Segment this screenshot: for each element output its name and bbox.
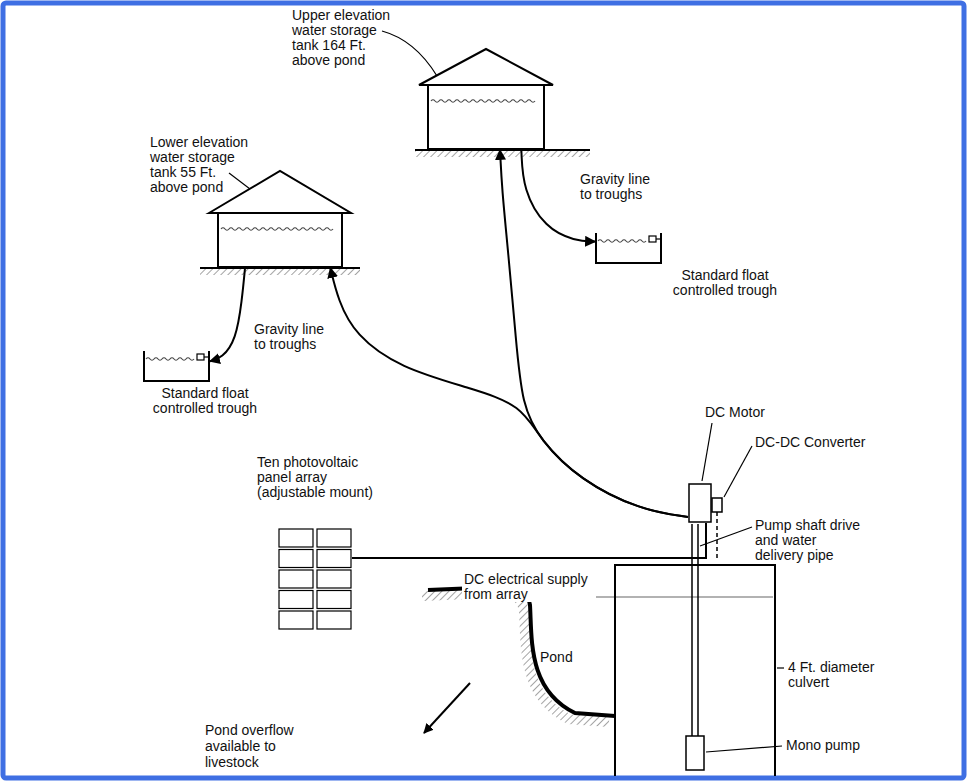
water-line [500, 150, 688, 517]
pv-array: Ten photovoltaic panel array (adjustable… [278, 528, 352, 630]
leader-line [724, 446, 752, 497]
delivery-pipe [691, 524, 693, 736]
water-level [221, 228, 333, 231]
solar-panel [317, 570, 351, 588]
leader-line [777, 667, 784, 668]
trough-shape [595, 232, 662, 264]
tank-roof [209, 171, 351, 213]
ground-hatch [415, 151, 590, 157]
tank-wall [218, 213, 342, 267]
tank-roof [419, 49, 553, 85]
node-label: Upper elevation water storage tank 164 F… [292, 8, 403, 68]
solar-panel [279, 529, 313, 547]
solar-panel [317, 550, 351, 568]
edge-label: Gravity line to troughs [252, 322, 334, 352]
storage-tank: Upper elevation water storage tank 164 F… [418, 48, 554, 150]
ground-hatch [200, 269, 360, 275]
culvert-wall [615, 565, 775, 776]
leader-line [700, 527, 752, 546]
tank-shape [208, 170, 352, 268]
water-line [330, 268, 688, 517]
solar-panel [279, 570, 313, 588]
water-line [210, 268, 245, 361]
water-level [146, 358, 194, 361]
delivery-pipe [697, 524, 699, 736]
leader-line [382, 31, 437, 76]
solar-panel [317, 611, 351, 629]
dc-motor: DC Motor [688, 483, 712, 523]
trough-body [144, 351, 209, 381]
converter-box [712, 498, 722, 512]
earth-hatch [422, 593, 609, 722]
node-label: DC Motor [705, 405, 765, 420]
solar-panel [317, 529, 351, 547]
trough-body [596, 233, 661, 263]
leader-line [702, 423, 712, 481]
node-label: Lower elevation water storage tank 55 Ft… [150, 135, 255, 195]
frame-border [3, 3, 964, 778]
stock-trough: Standard float controlled trough [143, 350, 210, 382]
edge-label: DC electrical supply from array [462, 572, 596, 602]
solar-panel [317, 591, 351, 609]
solar-panel [279, 591, 313, 609]
culvert-label: 4 Ft. diameter culvert [788, 660, 883, 690]
water-level [598, 240, 646, 243]
tank-wall [428, 85, 544, 149]
motor-shape [688, 483, 712, 523]
storage-tank: Lower elevation water storage tank 55 Ft… [208, 170, 352, 268]
node-label: Standard float controlled trough [135, 386, 275, 416]
stock-trough: Standard float controlled trough [595, 232, 662, 264]
motor-body [689, 484, 711, 522]
node-label: Ten photovoltaic panel array (adjustable… [257, 455, 377, 500]
solar-panel [279, 550, 313, 568]
pond-label: Pond [540, 650, 573, 665]
overflow-label: Pond overflow available to livestock [205, 722, 300, 770]
float-valve [649, 236, 656, 242]
overflow-arrow [424, 683, 470, 733]
pump-label: Mono pump [786, 738, 860, 753]
solar-panel [279, 611, 313, 629]
converter-wire [716, 512, 718, 558]
mono-pump-body [686, 736, 704, 770]
trough-shape [143, 350, 210, 382]
pipe-label: Pump shaft drive and water delivery pipe [755, 518, 867, 563]
leader-line [706, 746, 782, 752]
water-level [431, 100, 535, 103]
float-valve [197, 354, 204, 360]
pond-bank [428, 587, 615, 716]
converter-label: DC-DC Converter [755, 435, 865, 450]
panels-shape [278, 528, 352, 630]
float-arm [204, 356, 209, 357]
tank-shape [418, 48, 554, 150]
edge-label: Gravity line to troughs [578, 172, 660, 202]
leader-line [229, 173, 250, 189]
float-arm [656, 238, 661, 239]
node-label: Standard float controlled trough [655, 268, 795, 298]
water-line [352, 523, 706, 558]
